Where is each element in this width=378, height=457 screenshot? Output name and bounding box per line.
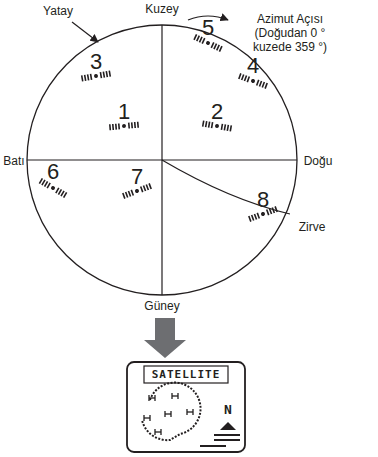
- horizon-circle: [27, 25, 297, 295]
- lcd-bar: [214, 434, 240, 436]
- lcd-bar: [214, 439, 240, 441]
- lcd-title: SATELLITE: [152, 369, 221, 382]
- satellite-number: 4: [247, 53, 259, 78]
- lcd-sky-circle: [142, 383, 201, 441]
- horizon-leader: [72, 22, 98, 42]
- satellite-number: 2: [211, 99, 223, 124]
- satellite-number: 6: [47, 159, 59, 184]
- satellite-number: 8: [257, 187, 269, 212]
- lcd-north: N: [224, 403, 232, 418]
- satellite-number: 5: [202, 15, 214, 40]
- south-label: Güney: [144, 300, 179, 314]
- azimuth-label: Azimut Açısı (Doğudan 0 ° kuzede 359 °): [240, 13, 340, 54]
- lcd-bar: [200, 445, 226, 447]
- horizon-label: Yatay: [43, 5, 73, 19]
- satellite-number: 7: [131, 164, 143, 189]
- zenith-label: Zirve: [299, 221, 326, 235]
- zenith-line: [162, 160, 290, 214]
- lcd-pointer: [220, 422, 236, 430]
- lcd-header: [144, 366, 228, 383]
- lcd-satellites: [144, 393, 193, 435]
- down-arrow: [144, 318, 186, 358]
- lcd-screen: [127, 362, 245, 452]
- satellite-markers: [39, 34, 277, 221]
- satellite-number: 3: [90, 49, 102, 74]
- north-label: Kuzey: [145, 3, 178, 17]
- west-label: Batı: [3, 155, 24, 169]
- satellite-number: 1: [118, 99, 130, 124]
- east-label: Doğu: [304, 155, 333, 169]
